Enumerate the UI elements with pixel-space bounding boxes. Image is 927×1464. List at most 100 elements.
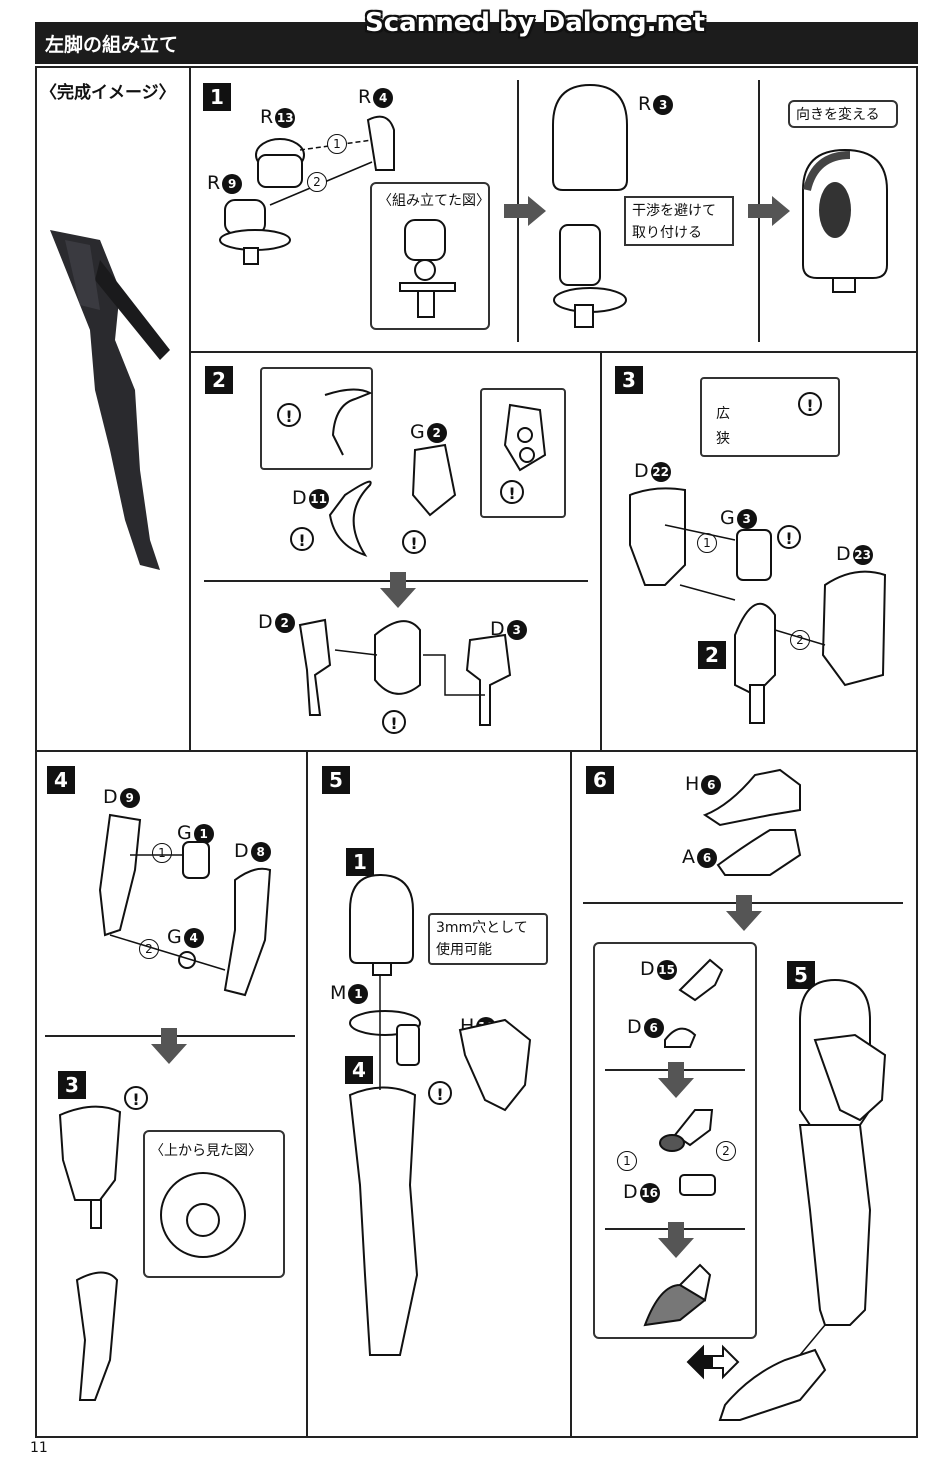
step5-subassembly-4-marker: 4 bbox=[345, 1056, 373, 1084]
step6-down-arrow-3 bbox=[658, 1222, 694, 1258]
part-letter: D bbox=[640, 958, 655, 980]
wide-label: 広 bbox=[716, 406, 730, 422]
step3-number: 3 bbox=[615, 366, 643, 394]
part-letter: G bbox=[177, 822, 192, 844]
caution-icon: ! bbox=[124, 1086, 148, 1110]
caution-icon: ! bbox=[428, 1081, 452, 1105]
assembled-view-caption: 〈組み立てた図〉 bbox=[378, 193, 490, 209]
width-callout bbox=[700, 377, 840, 457]
completed-leg-illustration bbox=[50, 230, 170, 570]
step6-shoe-parts-drawing bbox=[702, 768, 802, 876]
step1-flow-arrow-1 bbox=[504, 196, 546, 226]
part-number-badge: 3 bbox=[506, 619, 527, 640]
page-number: 11 bbox=[30, 1440, 48, 1456]
part-number-badge: 4 bbox=[373, 87, 394, 108]
step2-down-arrow bbox=[380, 572, 416, 608]
part-letter: D bbox=[836, 543, 851, 565]
part-letter: D bbox=[627, 1016, 642, 1038]
order-1-marker: 1 bbox=[697, 533, 717, 553]
part-letter: D bbox=[490, 618, 505, 640]
part-letter: D bbox=[258, 611, 273, 633]
part-letter: R bbox=[358, 86, 372, 108]
part-number-badge: 3 bbox=[736, 508, 757, 529]
order-1-marker: 1 bbox=[152, 843, 172, 863]
part-letter: R bbox=[638, 93, 652, 115]
part-number-badge: 2 bbox=[426, 422, 447, 443]
section-header: 左脚の組み立て bbox=[35, 22, 918, 64]
part-number-badge: 15 bbox=[656, 959, 677, 980]
part-number-badge: 9 bbox=[222, 173, 243, 194]
part-letter: D bbox=[634, 460, 649, 482]
caution-icon: ! bbox=[290, 527, 314, 551]
order-1-marker: 1 bbox=[617, 1151, 637, 1171]
caution-icon: ! bbox=[500, 480, 524, 504]
order-1-marker: 1 bbox=[327, 134, 347, 154]
step4-number: 4 bbox=[47, 766, 75, 794]
step6-assembly-drawing bbox=[718, 978, 887, 1421]
step6-sub-parts-drawing bbox=[643, 958, 724, 1327]
caution-icon: ! bbox=[798, 392, 822, 416]
part-number-badge: 1 bbox=[348, 983, 369, 1004]
step3-parts-drawing bbox=[629, 487, 887, 724]
step1-number: 1 bbox=[203, 83, 231, 111]
step2-parts-drawing bbox=[298, 388, 547, 726]
part-number-badge: 11 bbox=[308, 488, 329, 509]
part-number-badge: 3 bbox=[653, 94, 674, 115]
narrow-label: 狭 bbox=[716, 431, 730, 447]
caution-icon: ! bbox=[382, 710, 406, 734]
step6-subassembly-5-marker: 5 bbox=[787, 961, 815, 989]
section-title: 左脚の組み立て bbox=[45, 34, 179, 56]
step1-flow-arrow-2 bbox=[748, 196, 790, 226]
step4-subassembly-3-marker: 3 bbox=[58, 1071, 86, 1099]
part-number-badge: 22 bbox=[650, 461, 671, 482]
part-letter: D bbox=[292, 487, 307, 509]
step5-number: 5 bbox=[322, 766, 350, 794]
step6-down-arrow-2 bbox=[658, 1062, 694, 1098]
part-number-badge: 9 bbox=[119, 787, 140, 808]
part-letter: D bbox=[103, 786, 118, 808]
part-letter: A bbox=[682, 846, 695, 868]
part-letter: M bbox=[330, 982, 347, 1004]
step2-number: 2 bbox=[205, 366, 233, 394]
caution-icon: ! bbox=[402, 530, 426, 554]
part-letter: H bbox=[685, 773, 700, 795]
part-letter: G bbox=[720, 507, 735, 529]
step1-r3-drawing bbox=[552, 83, 628, 328]
part-number-badge: 2 bbox=[274, 612, 295, 633]
order-2-marker: 2 bbox=[716, 1141, 736, 1161]
step5-subassembly-1-marker: 1 bbox=[346, 848, 374, 876]
part-letter: R bbox=[260, 106, 274, 128]
step1-rotated-r3-drawing bbox=[802, 148, 888, 293]
scan-watermark: Scanned by Dalong.net bbox=[365, 8, 706, 38]
part-number-badge: 6 bbox=[701, 774, 722, 795]
part-letter: G bbox=[410, 421, 425, 443]
part-number-badge: 6 bbox=[643, 1017, 664, 1038]
step6-panel bbox=[570, 750, 918, 1438]
step5-assembly-drawing bbox=[348, 873, 532, 1356]
hole-usage-text: 3mm穴として 使用可能 bbox=[436, 920, 528, 958]
part-letter: D bbox=[234, 840, 249, 862]
change-direction-text: 向きを変える bbox=[796, 107, 880, 123]
step4-assembly-drawing bbox=[58, 1105, 246, 1401]
assembled-part-drawing bbox=[399, 219, 456, 318]
part-number-badge: 4 bbox=[183, 927, 204, 948]
part-number-badge: 23 bbox=[852, 544, 873, 565]
avoid-interference-text: 干渉を避けて 取り付ける bbox=[632, 203, 716, 241]
avoid-interference-note: 干渉を避けて 取り付ける bbox=[624, 196, 734, 246]
step3-subassembly-2-marker: 2 bbox=[698, 641, 726, 669]
step6-number: 6 bbox=[586, 766, 614, 794]
